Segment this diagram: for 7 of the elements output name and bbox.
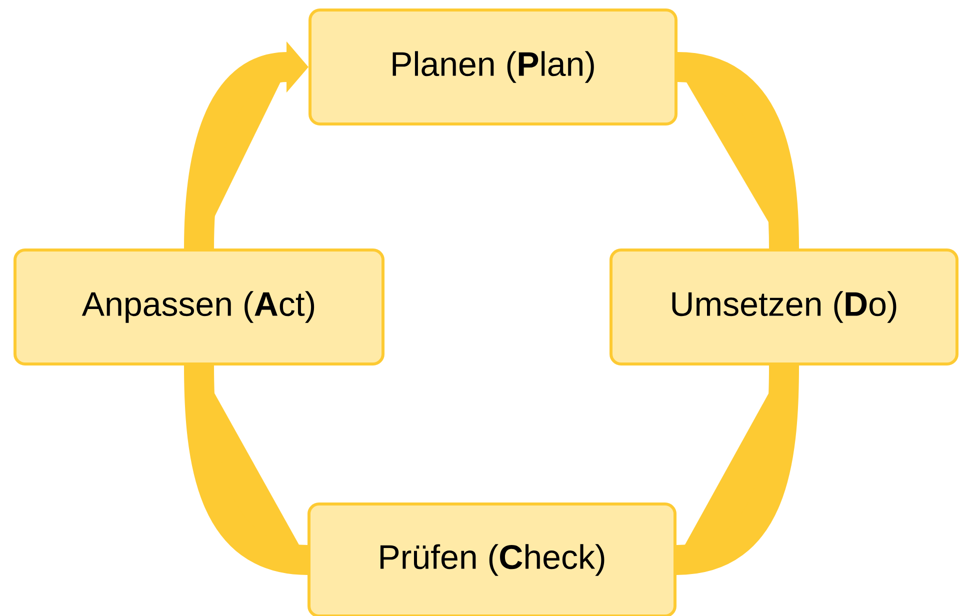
arrow — [184, 365, 309, 575]
arrow — [676, 52, 799, 249]
process-box: Umsetzen (Do) — [610, 248, 958, 366]
process-box: Anpassen (Act) — [14, 248, 384, 366]
arrow — [675, 365, 799, 575]
process-box: Planen (Plan) — [308, 8, 678, 126]
process-box: Prüfen (Check) — [308, 502, 676, 616]
